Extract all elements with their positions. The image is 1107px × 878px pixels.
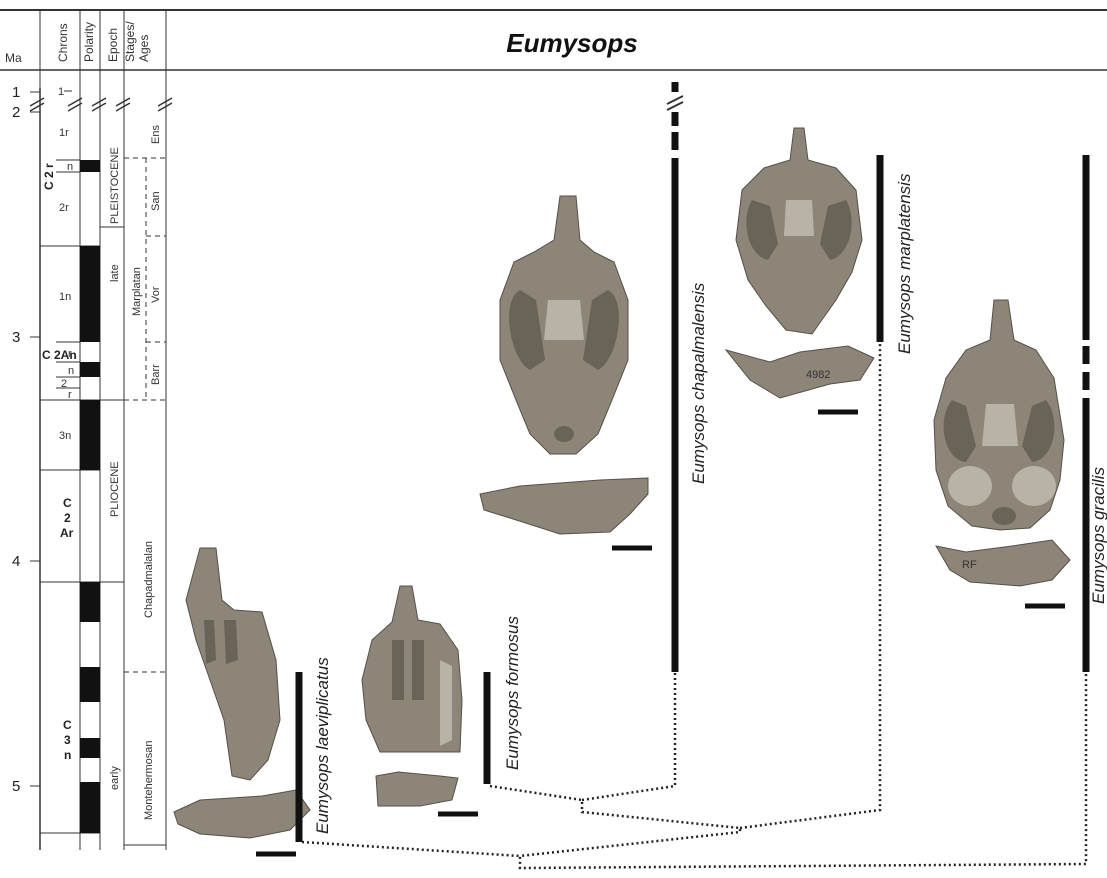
- specimen-marplatensis-skull: [736, 128, 862, 334]
- chron-label-1r: 1r: [59, 127, 69, 139]
- epoch-column-header: Epoch: [106, 28, 120, 62]
- ma-tick-2: 2: [12, 104, 20, 121]
- species-label-laeviplicatus: Eumysops laeviplicatus: [313, 657, 332, 834]
- chron-label-r-lower: r: [68, 389, 72, 401]
- stage-san: San: [150, 191, 162, 211]
- polarity-column-header: Polarity: [82, 22, 96, 62]
- specimen-gracilis-mandible: RF: [936, 540, 1070, 586]
- ma-tick-4: 4: [12, 553, 20, 570]
- stage-ens: Ens: [150, 125, 162, 144]
- specimen-chapalmalensis-skull: [500, 196, 628, 454]
- chron-label-n-c2r: n: [67, 161, 73, 173]
- connector-laeviplicatus: [302, 842, 520, 856]
- chron-label-c2r: C 2 r: [42, 163, 56, 190]
- ma-tick-5: 5: [12, 778, 20, 795]
- chrons-column-header: Chrons: [56, 23, 70, 62]
- epoch-column: PLEISTOCENE late PLIOCENE early: [100, 147, 124, 790]
- chron-label-c3n-2: 3: [64, 733, 71, 747]
- specimen-marplatensis-mandible: 4982: [726, 346, 874, 398]
- specimen-laeviplicatus-mandible: [174, 790, 310, 838]
- chron-label-n-c2an: n: [68, 365, 74, 377]
- epoch-pliocene: PLIOCENE: [109, 461, 121, 517]
- stage-montehermosan: Montehermosan: [143, 741, 155, 821]
- chron-label-c2ar-1: C: [63, 496, 72, 510]
- chron-label-1: 1: [58, 86, 64, 98]
- stage-chapadmalalan: Chapadmalalan: [143, 541, 155, 618]
- chron-label-c3n-1: C: [63, 718, 72, 732]
- chron-label-3n: 3n: [59, 430, 71, 442]
- specimen-label-rf: RF: [962, 559, 977, 571]
- connector-marplatensis: [740, 342, 880, 828]
- stages-column: Ens San Marplatan Vor Barr Chapadmalalan…: [124, 125, 166, 820]
- polarity-column: [80, 160, 100, 833]
- species-label-marplatensis: Eumysops marplatensis: [895, 173, 914, 354]
- chron-label-r-upper: r: [68, 348, 72, 360]
- stages-column-header-line1: Stages/: [123, 21, 137, 62]
- specimen-formosus-mandible: [376, 772, 458, 806]
- species-label-gracilis: Eumysops gracilis: [1089, 467, 1107, 604]
- specimen-label-4982: 4982: [806, 369, 830, 381]
- chron-label-2r: 2r: [59, 202, 69, 214]
- epoch-late: late: [109, 264, 121, 282]
- chron-label-2-c2an: 2: [61, 378, 67, 390]
- chart-title: Eumysops: [506, 28, 638, 58]
- specimen-laeviplicatus-skull: [186, 548, 280, 780]
- chron-label-c2ar-2: 2: [64, 511, 71, 525]
- stages-column-header-line2: Ages: [137, 35, 151, 62]
- chron-label-1n: 1n: [59, 291, 71, 303]
- connector-main: [490, 672, 1086, 868]
- specimen-chapalmalensis-mandible: [480, 478, 648, 534]
- specimen-gracilis-skull: [934, 300, 1064, 530]
- ma-column-header: Ma: [5, 51, 22, 65]
- specimen-formosus-skull: [362, 586, 462, 752]
- ma-tick-1: 1: [12, 84, 20, 101]
- chron-label-c2ar-3: Ar: [60, 526, 74, 540]
- species-label-formosus: Eumysops formosus: [503, 616, 522, 770]
- stage-vor: Vor: [150, 286, 162, 303]
- ma-tick-3: 3: [12, 329, 20, 346]
- stage-barr: Barr: [150, 364, 162, 385]
- stage-marplatan: Marplatan: [131, 267, 143, 316]
- epoch-pleistocene: PLEISTOCENE: [109, 147, 121, 224]
- species-label-chapalmalensis: Eumysops chapalmalensis: [689, 282, 708, 484]
- chron-label-c3n-3: n: [64, 748, 71, 762]
- epoch-early: early: [109, 766, 121, 790]
- connector-chapalmalensis: [582, 672, 675, 800]
